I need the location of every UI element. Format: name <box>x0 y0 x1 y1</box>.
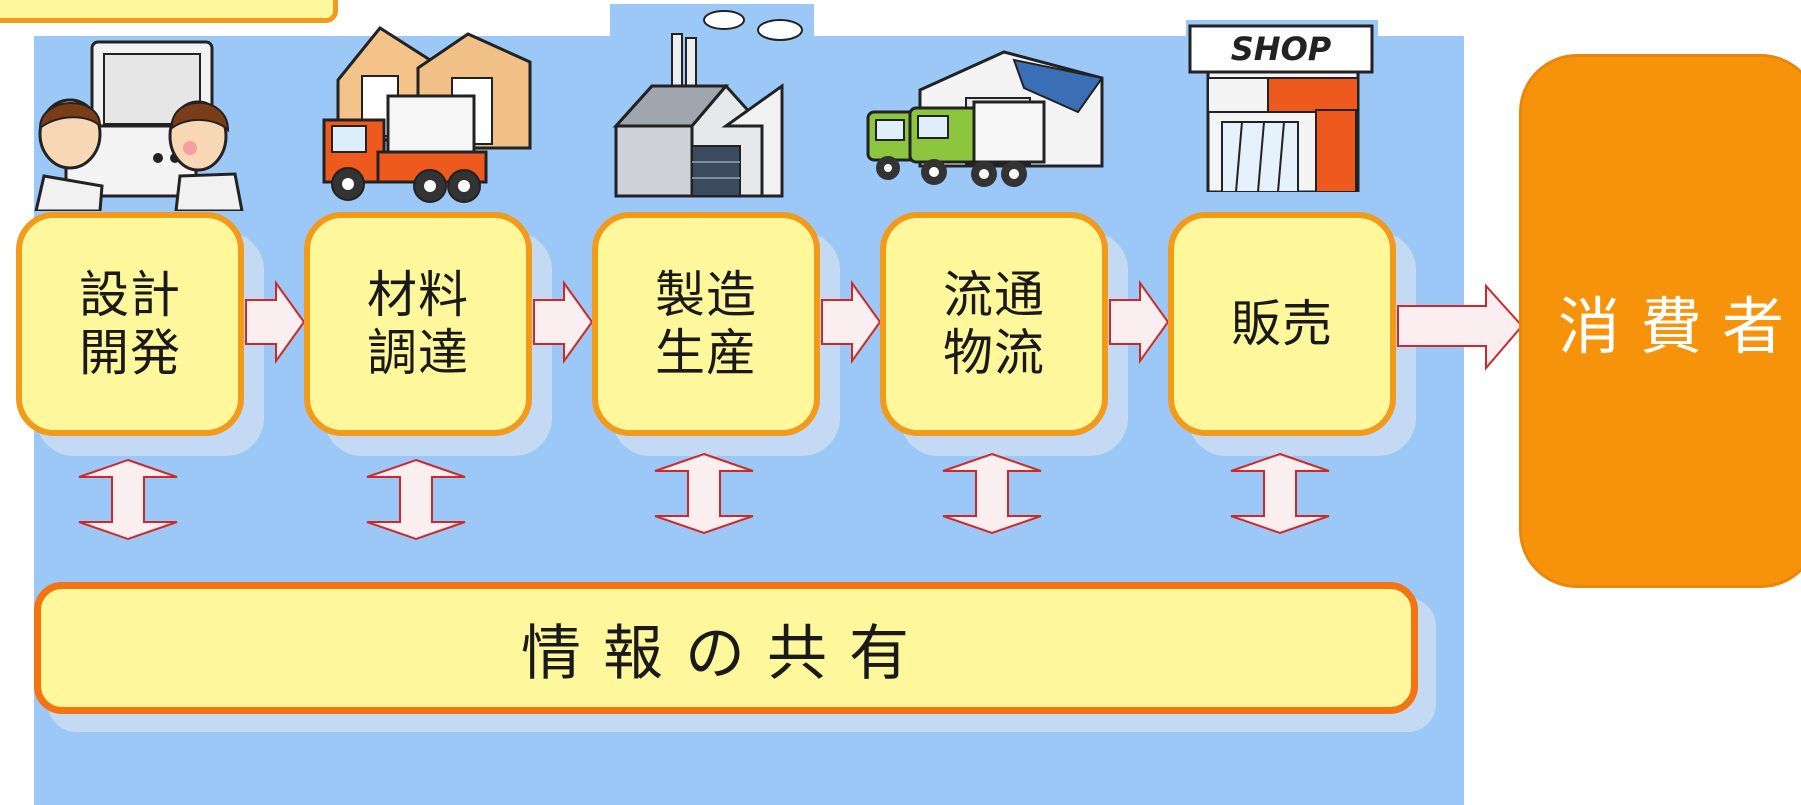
shop-icon: SHOP <box>1188 24 1374 192</box>
designers-icon <box>34 40 244 211</box>
step-label: 販売 <box>1231 295 1333 353</box>
step-distribution-logistics: 流通 物流 <box>880 212 1108 436</box>
double-arrow-icon <box>366 458 466 541</box>
step-label: 製造 生産 <box>655 266 757 382</box>
step-label: 流通 物流 <box>943 266 1045 382</box>
step-label: 材料 調達 <box>367 266 469 382</box>
double-arrow-icon <box>942 452 1042 535</box>
shop-sign-text: SHOP <box>1231 30 1332 68</box>
step-sales: 販売 <box>1168 212 1396 436</box>
consumer-box: 消費者 <box>1519 54 1801 588</box>
consumer-label: 消費者 <box>1558 290 1801 363</box>
delivery-trucks-icon <box>866 50 1104 187</box>
right-arrow-icon <box>245 279 306 365</box>
info-sharing-label: 情報の共有 <box>521 618 931 689</box>
step-design-development: 設計 開発 <box>16 212 244 436</box>
step-material-procurement: 材料 調達 <box>304 212 532 436</box>
right-arrow-icon <box>1109 279 1170 365</box>
info-sharing-bar: 情報の共有 <box>34 582 1418 714</box>
double-arrow-icon <box>78 458 178 541</box>
step-manufacturing-production: 製造 生産 <box>592 212 820 436</box>
step-label: 設計 開発 <box>79 266 181 382</box>
factory-icon <box>612 10 803 198</box>
right-arrow-icon <box>821 279 882 365</box>
top-label-box <box>0 0 338 23</box>
right-arrow-icon <box>533 279 594 365</box>
double-arrow-icon <box>654 452 754 535</box>
double-arrow-icon <box>1230 452 1330 535</box>
truck-warehouse-icon <box>322 26 532 203</box>
right-arrow-icon <box>1397 283 1524 371</box>
